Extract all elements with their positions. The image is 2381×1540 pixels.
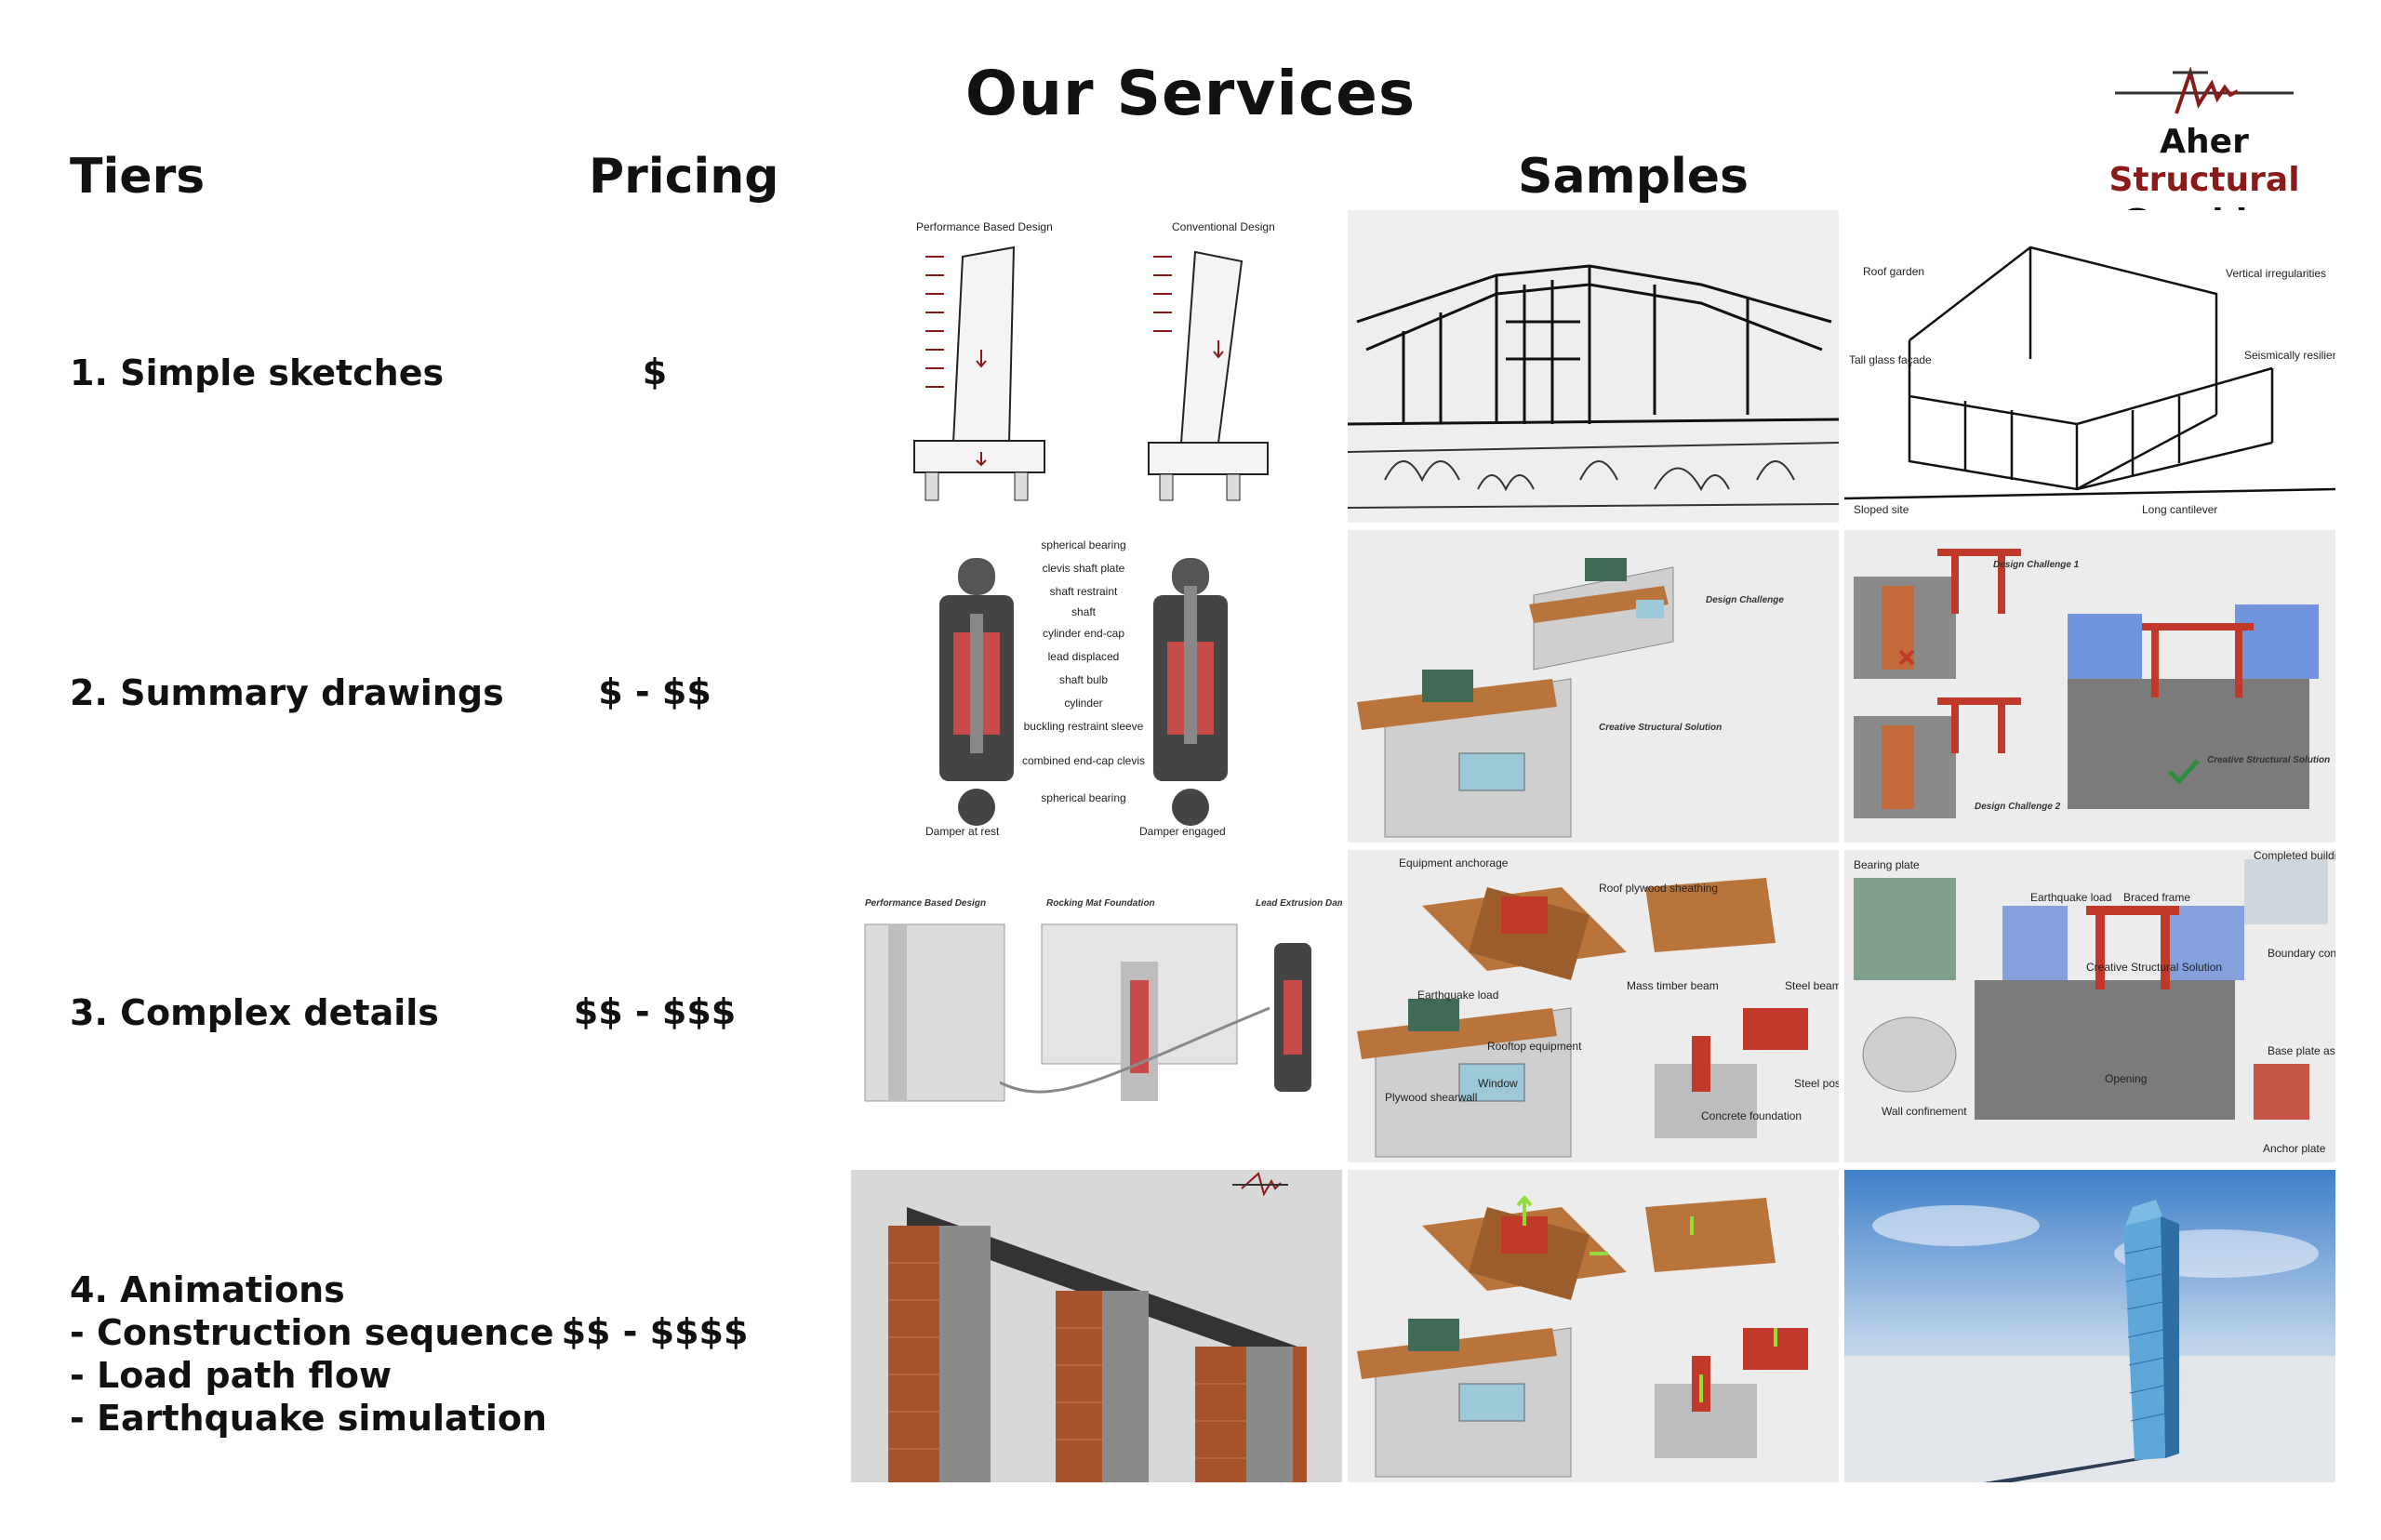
tier-4-label: 4. Animations [70,1269,345,1310]
sample-1a-column-sketch: Performance Based Design Conventional De… [851,210,1342,523]
s2c-challenge2: Design Challenge 2 [1975,802,2061,812]
s2b-solution-title: Creative Structural Solution [1599,723,1722,733]
s3c-solution: Creative Structural Solution [2086,961,2222,974]
tier-4-block: 4. Animations - Construction sequence - … [70,1268,554,1440]
tier-2-price: $ - $$ [598,671,712,712]
tier-2-label: 2. Summary drawings [70,672,504,713]
s1a-right-caption: Conventional Design [1172,220,1275,233]
sample-3b-complex-timber: Equipment anchorage Roof plywood sheathi… [1348,850,1839,1162]
page-title: Our Services [964,58,1417,129]
s3b-eq: Earthquake load [1417,989,1498,1002]
s3b-timber: Mass timber beam [1627,979,1719,992]
s1c-slope-label: Sloped site [1854,503,1909,516]
logo-name-part2: Structural [2108,161,2300,199]
logo-mark-icon [2115,66,2294,114]
s2a-label-6: lead displaced [1048,650,1120,663]
s3c-opening: Opening [2105,1072,2147,1085]
s2a-rest-caption: Damper at rest [925,825,1000,838]
logo-line1: Aher Structural [2083,123,2325,199]
s2a-label-1: spherical bearing [1041,538,1125,551]
s2a-label-8: cylinder [1064,697,1102,710]
s3b-window: Window [1478,1077,1518,1090]
s2b-challenge-title: Design Challenge [1706,595,1784,605]
s3a-title-1: Performance Based Design [865,898,986,909]
s2a-label-11: spherical bearing [1041,791,1125,804]
s2a-label-7: shaft bulb [1059,673,1108,686]
sample-2a-damper-diagram: spherical bearing clevis shaft plate sha… [851,530,1342,843]
s1a-left-caption: Performance Based Design [916,220,1053,233]
sample-1c-cantilever-sketch: Roof garden Vertical irregularities Tall… [1844,210,2335,523]
s3c-anchor: Anchor plate [2263,1142,2326,1155]
s2c-solution: Creative Structural Solution [2207,755,2330,765]
tiers-header: Tiers [70,149,206,205]
sample-3c-complex-bracedframe: Bearing plate Completed building Braced … [1844,850,2335,1162]
s3b-post: Steel post [1794,1077,1839,1090]
logo-name-part1: Aher [2160,123,2249,161]
s2a-label-2: clevis shaft plate [1043,562,1125,575]
s2c-challenge1: Design Challenge 1 [1993,560,2080,570]
s2a-label-4: shaft [1071,605,1097,618]
tier-1-label: 1. Simple sketches [70,352,445,393]
s3a-title-2: Rocking Mat Foundation [1046,898,1155,909]
s1c-roof-label: Roof garden [1863,265,1924,278]
s1c-seis-label: Seismically resilient [2244,349,2335,362]
sample-3a-complex-foundation: Performance Based Design Rocking Mat Fou… [851,850,1342,1162]
s3b-rooftop: Rooftop equipment [1487,1040,1582,1053]
sample-4c-tower-simulation [1844,1170,2335,1482]
samples-header: Samples [1518,149,1749,205]
s3c-boundary: Boundary confinement [2268,947,2335,960]
tier-3-price: $$ - $$$ [573,991,737,1032]
tier-4-sub-3: - Earthquake simulation [70,1398,548,1439]
s2a-label-10: combined end-cap clevis [1022,754,1145,767]
tier-4-sub-1: - Construction sequence [70,1312,554,1353]
s3b-plywood: Plywood shearwall [1385,1091,1477,1104]
s1c-vert-label: Vertical irregularities [2226,267,2326,280]
tier-1-price: $ [642,352,668,392]
sample-1b-building-sketch [1348,210,1839,523]
s1c-cant-label: Long cantilever [2142,503,2217,516]
tier-3-label: 3. Complex details [70,992,439,1033]
s2a-label-5: cylinder end-cap [1043,627,1124,640]
s3c-completed: Completed building [2254,850,2335,862]
s3a-title-3: Lead Extrusion Damper [1256,898,1342,909]
sample-4a-brick-pier-render [851,1170,1342,1482]
s3b-anchorage: Equipment anchorage [1399,856,1509,870]
s3b-concrete: Concrete foundation [1701,1109,1802,1122]
tier-4-sub-2: - Load path flow [70,1355,392,1396]
sample-4b-loadpath-animation [1348,1170,1839,1482]
s3c-wall: Wall confinement [1882,1105,1967,1118]
s3c-bearing: Bearing plate [1854,858,1920,871]
tier-4-price: $$ - $$$$ [561,1311,749,1352]
s3b-steelbeam: Steel beam [1785,979,1839,992]
sample-2b-summary-rooftop: Design Challenge Creative Structural Sol… [1348,530,1839,843]
s3b-roof: Roof plywood sheathing [1599,882,1718,895]
pricing-header: Pricing [589,149,779,205]
s2a-label-3: shaft restraint [1050,585,1118,598]
s3c-eq: Earthquake load [2030,891,2111,904]
sample-2c-summary-braced: Design Challenge 1 Design Challenge 2 Cr… [1844,530,2335,843]
s2a-label-9: buckling restraint sleeve [1024,720,1144,733]
s3c-base: Base plate assembly [2268,1044,2335,1057]
s2a-engaged-caption: Damper engaged [1139,825,1226,838]
s1c-glass-label: Tall glass façade [1849,353,1932,366]
s3c-braced: Braced frame [2123,891,2190,904]
